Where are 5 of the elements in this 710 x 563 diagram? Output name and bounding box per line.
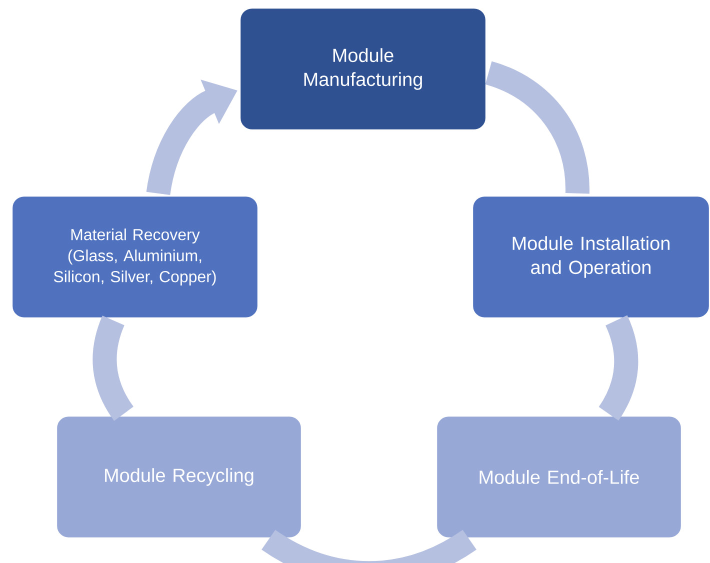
- process-box: Module Recycling: [56, 415, 302, 539]
- process-box: Module Manufacturing: [239, 7, 487, 131]
- process-box: Module Installation and Operation: [472, 195, 710, 319]
- process-box: Material Recovery (Glass, Aluminium, Silicon, Silver, Copper): [11, 195, 259, 319]
- process-box: Module End-of-Life: [436, 415, 682, 539]
